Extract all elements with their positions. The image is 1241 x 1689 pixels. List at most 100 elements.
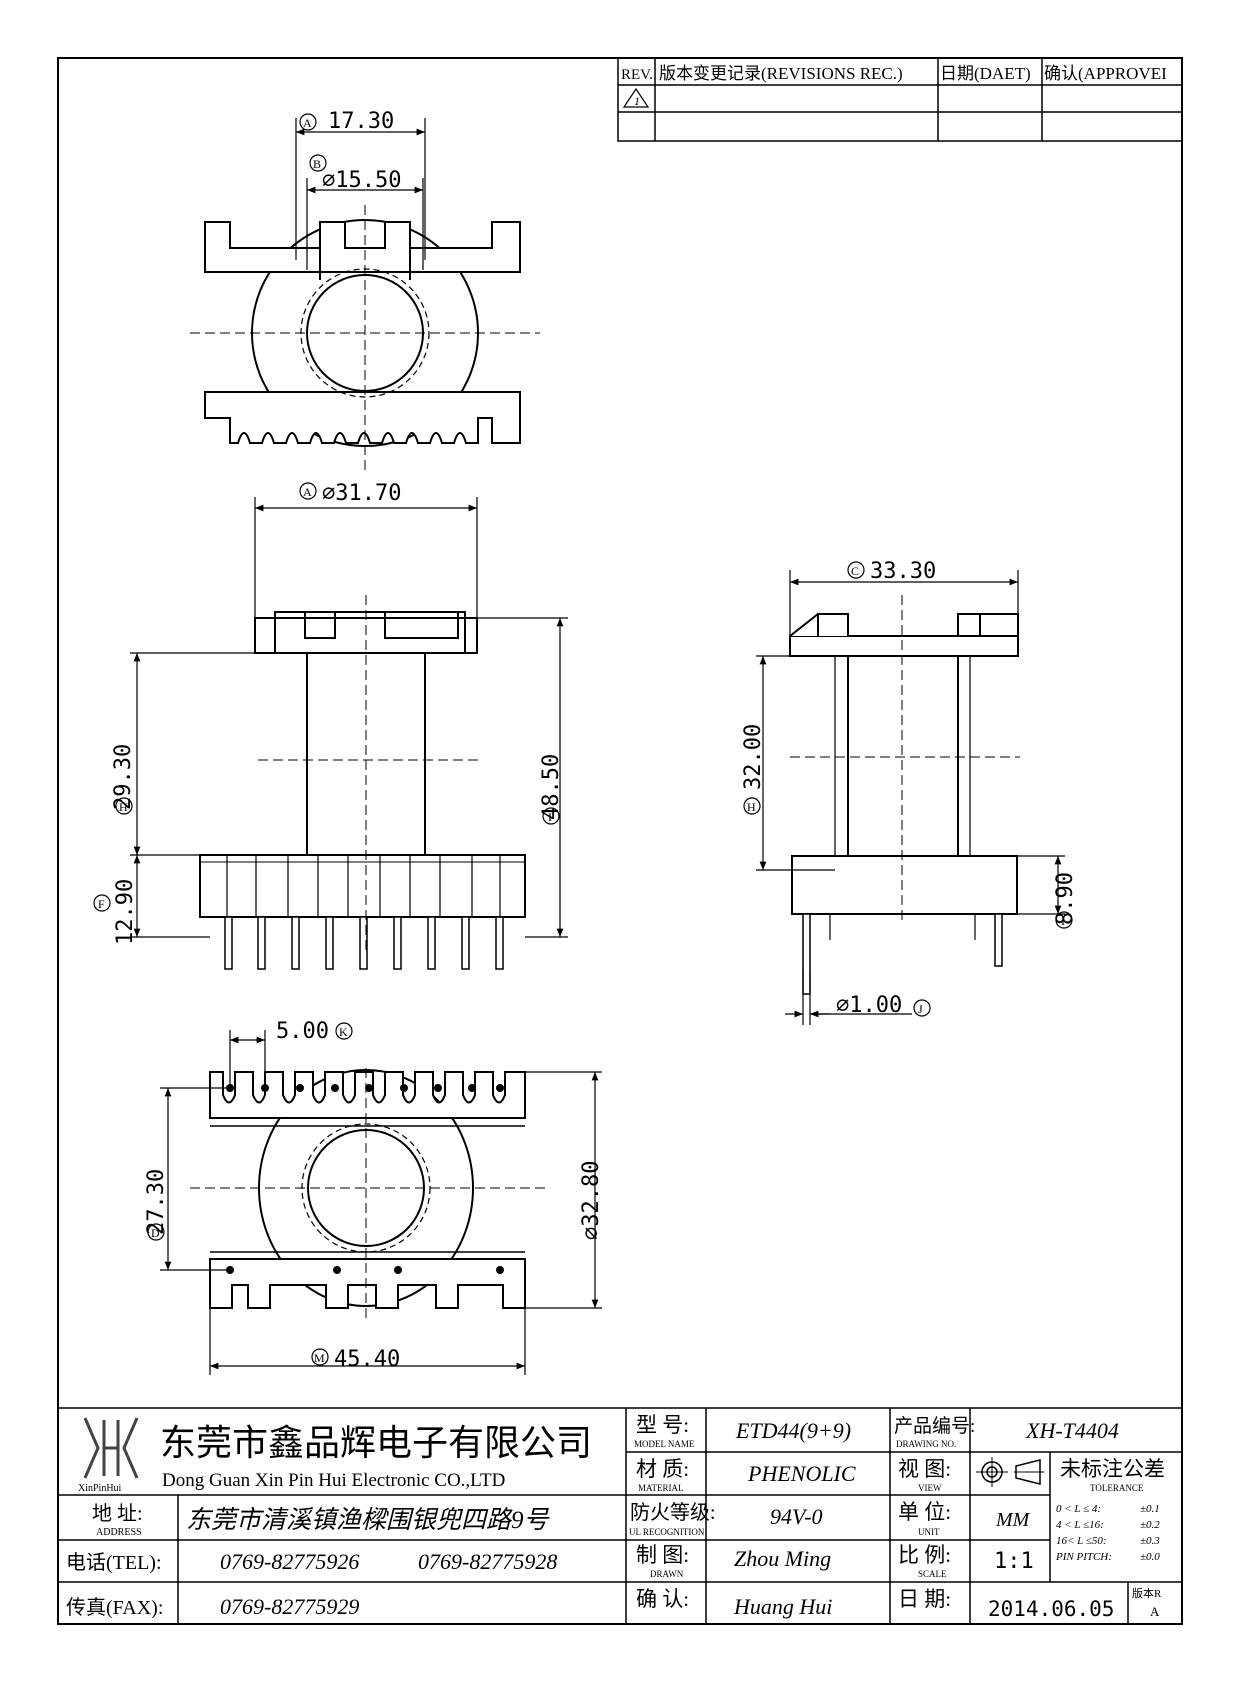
marker-m-bottom: M (311, 1348, 329, 1366)
bottom-view (209, 1069, 526, 1309)
tolerance-range-0: 0 < L ≤ 4: (1056, 1503, 1101, 1515)
dim-bottom-outer: ⌀32.80 (579, 1161, 604, 1240)
marker-f-front: F (93, 894, 111, 912)
marker-i-front: I (542, 807, 560, 825)
date-label-cn: 日 期: (898, 1587, 951, 1611)
svg-text:D: D (151, 1226, 160, 1240)
marker-h-side: H (743, 797, 761, 815)
material-label-cn: 材 质: (636, 1457, 689, 1481)
rev-header-approve: 确认(APPROVEI (1044, 64, 1167, 83)
model-label-cn: 型 号: (636, 1413, 689, 1437)
rev-number: 1 (634, 94, 640, 108)
side-view (789, 613, 1019, 995)
svg-text:J: J (918, 1002, 923, 1016)
svg-text:A: A (303, 116, 312, 130)
rev-header-rev: REV. (621, 67, 653, 83)
tolerance-value-2: ±0.3 (1140, 1535, 1160, 1547)
side-view-centerlines (790, 595, 1020, 920)
drawn-label-cn: 制 图: (636, 1543, 689, 1567)
dim-side-width: 33.30 (870, 559, 936, 584)
unit-label-cn: 单 位: (898, 1500, 951, 1524)
dim-top-width: 17.30 (328, 109, 394, 134)
marker-a-top: A (299, 113, 317, 131)
drawing-no-label-cn: 产品编号: (894, 1415, 975, 1437)
marker-d-bottom: D (147, 1223, 165, 1241)
svg-text:H: H (119, 800, 128, 814)
dim-front-base: 12.90 (113, 879, 138, 945)
tolerance-value-3: ±0.0 (1140, 1551, 1160, 1563)
tel-1: 0769-82775926 (220, 1549, 359, 1574)
tolerance-range-2: 16< L ≤50: (1056, 1535, 1107, 1547)
logo-text: XinPinHui (78, 1483, 122, 1494)
drawn-value: Zhou Ming (734, 1546, 831, 1571)
dim-front-flange: ⌀31.70 (322, 481, 401, 506)
tel-label: 电话(TEL): (66, 1551, 162, 1574)
tolerance-value-1: ±0.2 (1140, 1519, 1160, 1531)
ul-label-cn: 防火等级: (630, 1501, 716, 1524)
tolerance-label-en: TOLERANCE (1090, 1483, 1144, 1493)
svg-text:F: F (98, 897, 105, 911)
company-name-en: Dong Guan Xin Pin Hui Electronic CO.,LTD (162, 1470, 505, 1491)
tolerance-range-3: PIN PITCH: (1055, 1551, 1112, 1563)
model-label-en: MODEL NAME (634, 1439, 695, 1449)
view-label-en: VIEW (918, 1483, 942, 1493)
marker-h-front: H (115, 797, 133, 815)
material-value: PHENOLIC (747, 1461, 856, 1486)
bottom-dim-lines (160, 1030, 602, 1375)
front-view (199, 611, 526, 970)
svg-text:C: C (851, 564, 859, 578)
ul-label-en: UL RECOGNITION (629, 1527, 705, 1537)
drawn-label-en: DRAWN (650, 1569, 684, 1579)
view-label-cn: 视 图: (898, 1457, 951, 1481)
svg-text:I: I (1061, 914, 1065, 928)
svg-text:M: M (314, 1351, 325, 1365)
drawing-no-value: XH-T4404 (1025, 1418, 1119, 1443)
checked-label-cn: 确 认: (636, 1587, 689, 1611)
rev-header-date: 日期(DAET) (940, 64, 1031, 83)
dim-pin-dia: ⌀1.00 (836, 993, 902, 1018)
scale-value: 1:1 (994, 1549, 1034, 1574)
sheet-border (57, 57, 1183, 1625)
top-dim-lines (295, 118, 426, 270)
fax-label: 传真(FAX): (66, 1596, 163, 1619)
svg-text:H: H (747, 800, 756, 814)
marker-a-front: A (299, 482, 317, 500)
title-block-grid (58, 1407, 1182, 1624)
dim-side-height: 32.00 (741, 724, 766, 790)
svg-text:I: I (548, 810, 552, 824)
svg-text:B: B (313, 157, 321, 171)
version-label: 版本R (1132, 1586, 1162, 1600)
fax-value: 0769-82775929 (220, 1594, 359, 1619)
scale-label-cn: 比 例: (898, 1543, 951, 1567)
tolerance-value-0: ±0.1 (1140, 1503, 1160, 1515)
dim-top-bore: ⌀15.50 (322, 168, 401, 193)
drawing-no-label-en: DRAWING NO. (896, 1439, 956, 1449)
top-view-centerlines (190, 205, 540, 470)
checked-value: Huang Hui (733, 1594, 832, 1619)
ul-value: 94V-0 (770, 1504, 823, 1529)
dim-front-winding: 29.30 (111, 744, 136, 810)
rev-triangle-icon (622, 87, 650, 108)
bottom-view-centerlines (190, 1068, 545, 1320)
material-label-en: MATERIAL (638, 1483, 684, 1493)
marker-k-bottom: K (335, 1022, 353, 1040)
dim-pin-pitch: 5.00 (276, 1019, 329, 1044)
address-label-en: ADDRESS (96, 1527, 142, 1538)
rev-header-record: 版本变更记录(REVISIONS REC.) (659, 64, 903, 83)
model-value: ETD44(9+9) (735, 1418, 851, 1443)
dim-bottom-length: 45.40 (334, 1347, 400, 1372)
date-value: 2014.06.05 (988, 1597, 1114, 1621)
tolerance-range-1: 4 < L ≤16: (1056, 1519, 1104, 1531)
revision-table (617, 57, 1183, 142)
dim-front-total: 48.50 (539, 754, 564, 820)
marker-b-top: B (309, 154, 327, 172)
scale-label-en: SCALE (918, 1569, 947, 1579)
unit-value: MM (995, 1509, 1031, 1531)
marker-i-side: I (1055, 911, 1073, 929)
company-name-cn: 东莞市鑫品辉电子有限公司 (160, 1423, 592, 1463)
company-logo (83, 1417, 139, 1479)
unit-label-en: UNIT (918, 1527, 940, 1537)
svg-text:A: A (303, 485, 312, 499)
